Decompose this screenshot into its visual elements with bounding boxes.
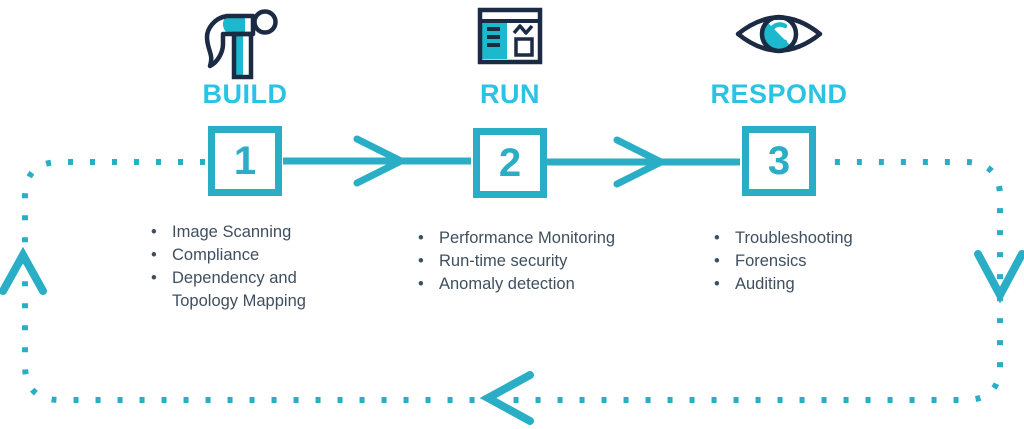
list-item: Dependency and Topology Mapping — [148, 267, 328, 313]
list-item: Image Scanning — [148, 221, 328, 244]
list-item: Troubleshooting — [711, 227, 911, 250]
list-item: Anomaly detection — [415, 273, 635, 296]
stage-label-run: RUN — [480, 79, 540, 109]
arrow-build-to-run — [283, 135, 471, 187]
run-item-list: Performance Monitoring Run-time security… — [415, 227, 635, 296]
arrow-run-to-respond — [547, 136, 740, 188]
list-item: Auditing — [711, 273, 911, 296]
step-box-2: 2 — [473, 128, 547, 198]
eye-icon — [735, 14, 823, 54]
loop-up-chevron — [0, 246, 47, 295]
hammer-icon — [204, 9, 278, 80]
list-item: Performance Monitoring — [415, 227, 635, 250]
list-item: Forensics — [711, 250, 911, 273]
loop-left-chevron — [479, 371, 534, 425]
loop-down-chevron — [974, 250, 1024, 304]
stage-label-build: BUILD — [202, 79, 288, 109]
step-box-1: 1 — [208, 126, 282, 196]
stage-label-respond: RESPOND — [710, 79, 848, 109]
step-number-2: 2 — [498, 141, 522, 185]
list-item: Run-time security — [415, 250, 635, 273]
list-item: Compliance — [148, 244, 328, 267]
dashboard-icon — [477, 7, 543, 65]
respond-item-list: Troubleshooting Forensics Auditing — [711, 227, 911, 296]
step-box-3: 3 — [742, 126, 816, 196]
build-item-list: Image Scanning Compliance Dependency and… — [148, 221, 328, 313]
step-number-3: 3 — [767, 139, 791, 183]
step-number-1: 1 — [233, 139, 257, 183]
